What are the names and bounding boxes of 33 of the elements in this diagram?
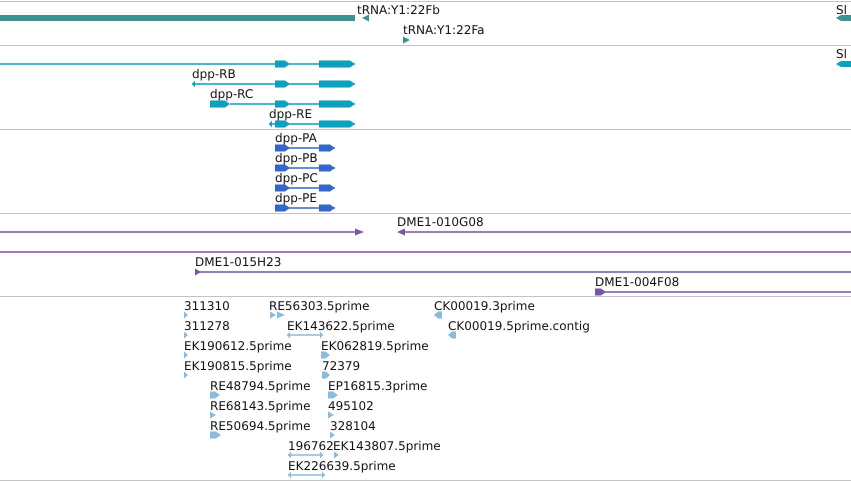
feature-label: EP16815.3prime: [328, 379, 428, 393]
feature-label: EK190815.5prime: [184, 359, 292, 373]
feature-label: EK143807.5prime: [333, 439, 441, 453]
feature-label: CK00019.5prime.contig: [448, 319, 590, 333]
feature-label: dpp-PB: [275, 151, 318, 165]
feature-label: Sl: [836, 3, 847, 17]
feature-label: tRNA:Y1:22Fa: [403, 23, 484, 37]
feature-label: RE56303.5prime: [269, 299, 370, 313]
feature-label: EK062819.5prime: [321, 339, 429, 353]
feature-label: RE68143.5prime: [210, 399, 310, 413]
feature-label: dpp-RB: [192, 67, 236, 81]
feature-label: 495102: [328, 399, 374, 413]
feature-label: EK143622.5prime: [287, 319, 395, 333]
feature-label: 72379: [322, 359, 360, 373]
feature-label: dpp-PE: [275, 191, 317, 205]
feature-label: EK190612.5prime: [184, 339, 292, 353]
feature-label: RE50694.5prime: [210, 419, 310, 433]
feature-label: 196762: [288, 439, 334, 453]
feature-label: dpp-PC: [275, 171, 318, 185]
feature-label: DME1-004F08: [595, 275, 680, 289]
feature-label: 311310: [184, 299, 230, 313]
feature-label: DME1-015H23: [195, 255, 282, 269]
feature-label: DME1-010G08: [397, 215, 484, 229]
feature-label: dpp-PA: [275, 131, 317, 145]
feature-label: dpp-RC: [210, 87, 254, 101]
feature-label: Sl: [836, 47, 847, 61]
feature-label: RE48794.5prime: [210, 379, 310, 393]
feature-label: 311278: [184, 319, 230, 333]
feature-label: dpp-RE: [269, 107, 312, 121]
feature-label: EK226639.5prime: [288, 459, 396, 473]
feature-label: 328104: [330, 419, 376, 433]
feature-label: CK00019.3prime: [434, 299, 535, 313]
feature-label: tRNA:Y1:22Fb: [357, 3, 440, 17]
